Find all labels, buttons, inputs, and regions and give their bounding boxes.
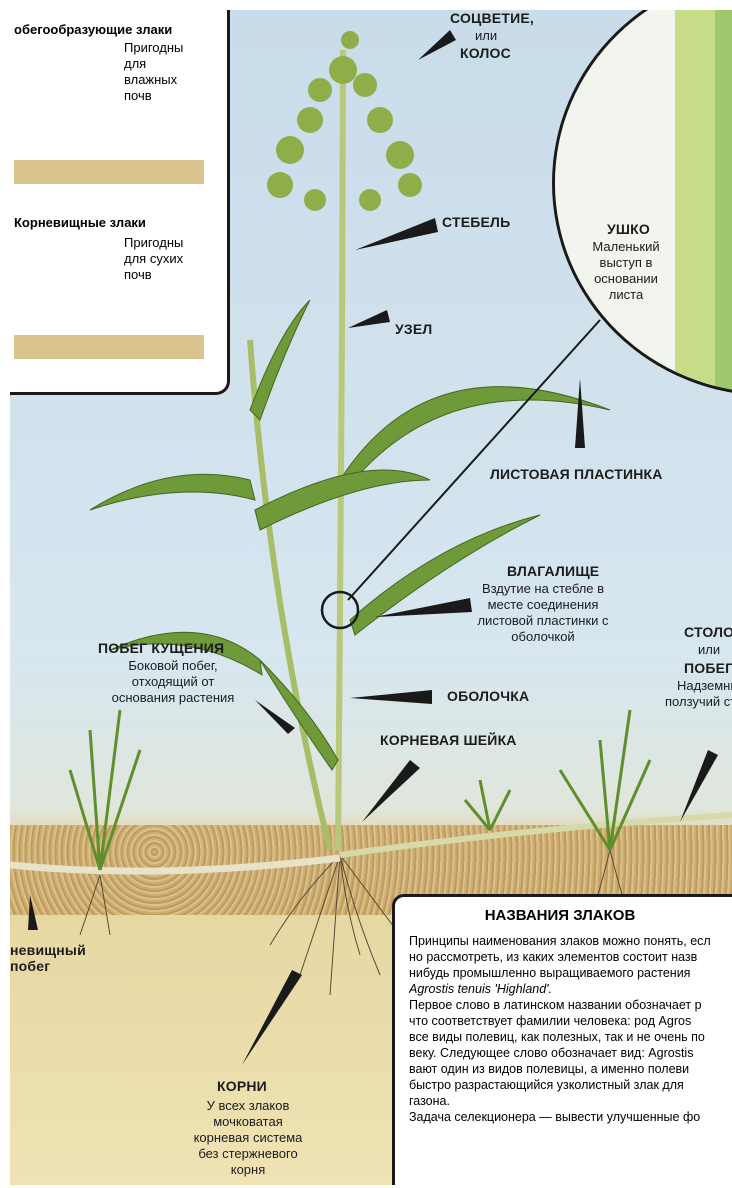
tiller-stem	[250, 340, 330, 850]
label-stem: СТЕБЕЛЬ	[442, 214, 510, 230]
zoom-background	[555, 10, 675, 396]
roots-desc-line: мочковатая	[178, 1114, 318, 1130]
ligule-desc-line: месте соединения	[468, 597, 618, 613]
box-line: Agrostis tenuis 'Highland'.	[409, 981, 729, 998]
label-leaf-blade: ЛИСТОВАЯ ПЛАСТИНКА	[490, 466, 663, 482]
inset-heading-1: обегообразующие злаки	[14, 22, 172, 37]
label-sheath: ОБОЛОЧКА	[447, 688, 529, 704]
label-inflorescence-alt: КОЛОС	[460, 45, 511, 61]
box-line: газона.	[409, 1093, 729, 1110]
auricle-desc-line: Маленький	[576, 239, 676, 255]
box-title: НАЗВАНИЯ ЗЛАКОВ	[395, 907, 725, 924]
stolon-drawing	[340, 815, 732, 855]
tiller-desc-line: основания растения	[98, 690, 248, 706]
box-line: Принципы наименования злаков можно понят…	[409, 933, 729, 950]
label-stolon-alt: ПОБЕГ	[684, 660, 732, 676]
grass-types-inset: обегообразующие злаки Пригодны для влажн…	[10, 10, 230, 395]
auricle-zoom-circle	[552, 10, 732, 396]
inset-text-1: Пригодны для влажных почв	[124, 40, 183, 104]
ligule-desc-line: листовой пластинки с	[468, 613, 618, 629]
auricle-description: Маленький выступ в основании листа	[576, 239, 676, 303]
label-node: УЗЕЛ	[395, 321, 432, 337]
label-stolon: СТОЛОН	[684, 624, 732, 640]
inset-soil-1	[14, 160, 204, 184]
box-line: но рассмотреть, из каких элементов состо…	[409, 949, 729, 966]
tiller-desc-line: Боковой побег,	[98, 658, 248, 674]
auricle-desc-line: основании	[576, 271, 676, 287]
inset-text-1-line: для	[124, 56, 183, 72]
label-roots: КОРНИ	[217, 1078, 267, 1094]
roots-desc-line: корневая система	[178, 1130, 318, 1146]
inset-text-2: Пригодны для сухих почв	[124, 235, 183, 283]
auricle-desc-line: выступ в	[576, 255, 676, 271]
inset-text-2-line: почв	[124, 267, 183, 283]
label-tiller: ПОБЕГ КУЩЕНИЯ	[98, 640, 224, 656]
tiller-description: Боковой побег, отходящий от основания ра…	[98, 658, 248, 706]
label-inflorescence-or: или	[475, 28, 497, 44]
main-stem	[338, 50, 343, 850]
ligule-desc-line: Вздутие на стебле в	[468, 581, 618, 597]
rhizome-line: побег	[10, 958, 86, 974]
label-inflorescence: СОЦВЕТИЕ,	[450, 10, 534, 26]
ligule-desc-line: оболочкой	[468, 629, 618, 645]
box-line: что соответствует фамилии человека: род …	[409, 1013, 729, 1030]
box-line: Первое слово в латинском названии обозна…	[409, 997, 729, 1014]
inset-soil-2	[14, 335, 204, 359]
ligule-description: Вздутие на стебле в месте соединения лис…	[468, 581, 618, 645]
box-line: все виды полевиц, как полезных, так и не…	[409, 1029, 729, 1046]
inset-heading-2: Корневищные злаки	[14, 215, 146, 230]
box-line: Задача селекционера — вывести улучшенные…	[409, 1109, 729, 1126]
box-line: быстро разрастающийся узколистный злак д…	[409, 1077, 729, 1094]
rhizome-line: невищный	[10, 942, 86, 958]
inset-text-2-line: для сухих	[124, 251, 183, 267]
tiller-desc-line: отходящий от	[98, 674, 248, 690]
box-line: вают один из видов полевицы, а именно по…	[409, 1061, 729, 1078]
label-stolon-or: или	[698, 642, 720, 658]
inset-text-2-line: Пригодны	[124, 235, 183, 251]
roots-desc-line: корня	[178, 1162, 318, 1178]
box-line: нибудь промышленно выращиваемого растени…	[409, 965, 729, 982]
inset-text-1-line: Пригодны	[124, 40, 183, 56]
label-auricle: УШКО	[607, 221, 650, 237]
roots-description: У всех злаков мочковатая корневая систем…	[178, 1098, 318, 1178]
stolon-desc-line: Надземны	[665, 678, 732, 694]
illustration-page: обегообразующие злаки Пригодны для влажн…	[10, 10, 732, 1185]
label-ligule: ВЛАГАЛИЩЕ	[507, 563, 599, 579]
zoom-stem	[675, 10, 715, 396]
roots-desc-line: У всех злаков	[178, 1098, 318, 1114]
seedlings	[70, 710, 650, 870]
box-line: веку. Следующее слово обозначает вид: Ag…	[409, 1045, 729, 1062]
label-crown: КОРНЕВАЯ ШЕЙКА	[380, 732, 517, 748]
stolon-description: Надземны ползучий сте	[665, 678, 732, 710]
stolon-desc-line: ползучий сте	[665, 694, 732, 710]
roots-desc-line: без стержневого	[178, 1146, 318, 1162]
inset-text-1-line: влажных	[124, 72, 183, 88]
grass-names-box: НАЗВАНИЯ ЗЛАКОВ Принципы наименования зл…	[392, 894, 732, 1185]
inset-text-1-line: почв	[124, 88, 183, 104]
auricle-desc-line: листа	[576, 287, 676, 303]
rhizome-drawing	[10, 858, 340, 871]
label-rhizome: невищный побег	[10, 942, 86, 974]
